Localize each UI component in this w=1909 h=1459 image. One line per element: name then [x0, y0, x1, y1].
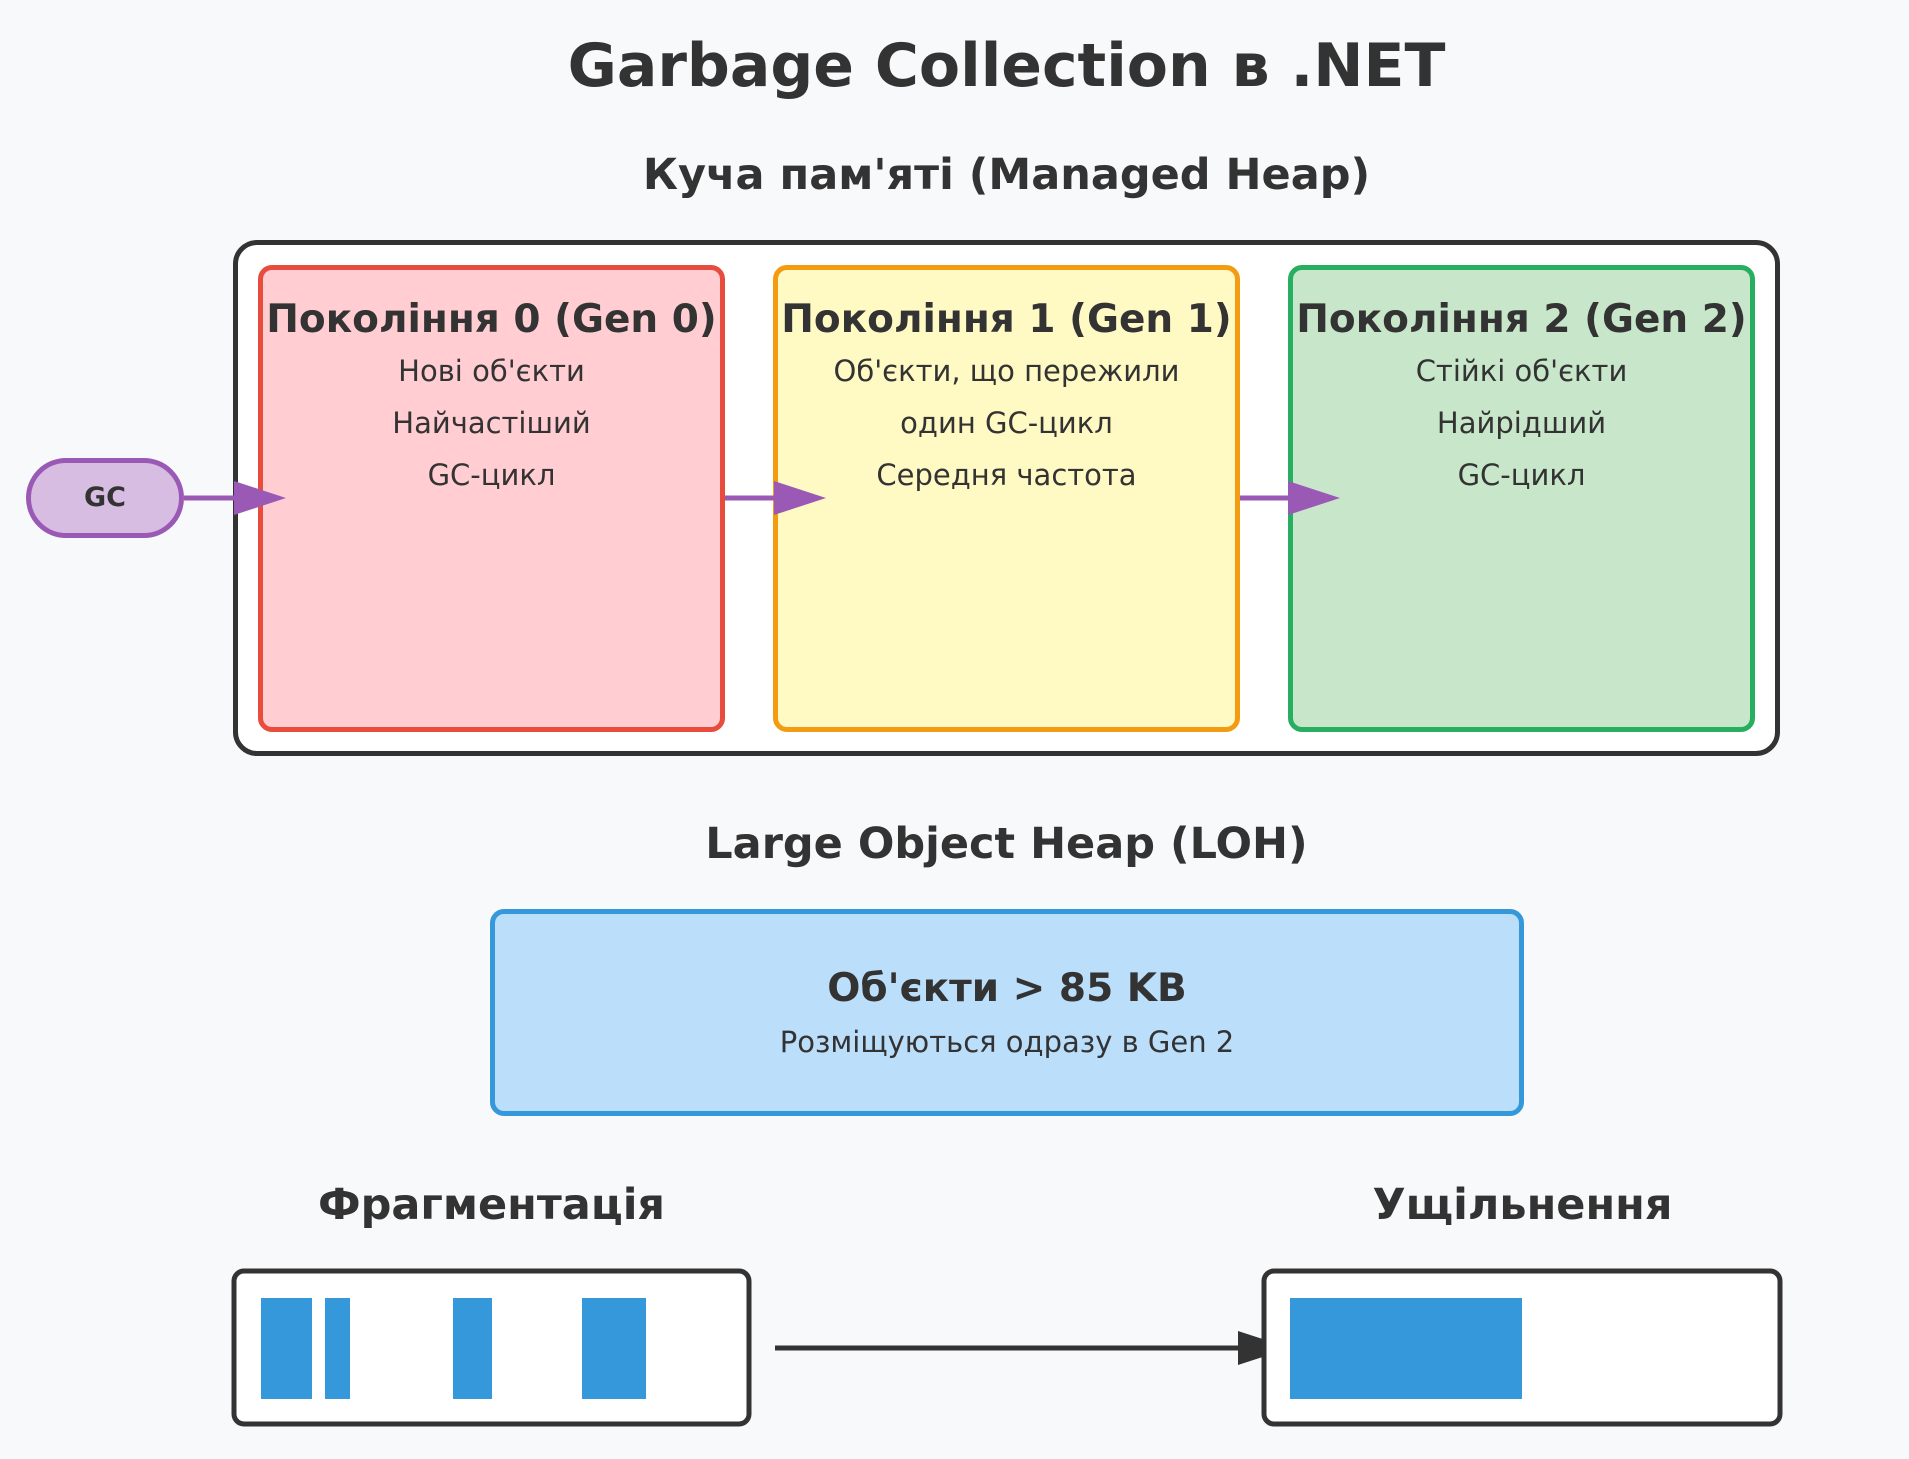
compacted-block: [1290, 1298, 1522, 1399]
gen2-line-2: Найрідший: [1436, 406, 1607, 440]
gen0-box: Покоління 0 (Gen 0) Нові об'єкти Найчаст…: [258, 265, 725, 732]
gen2-line-3: GC-цикл: [1457, 458, 1586, 492]
gen2-title: Покоління 2 (Gen 2): [1296, 297, 1747, 342]
fragment-block: [261, 1298, 312, 1399]
page-title: Garbage Collection в .NET: [567, 31, 1446, 101]
loh-title: Large Object Heap (LOH): [705, 819, 1308, 869]
fragmentation-title: Фрагментація: [317, 1180, 666, 1230]
gen0-title: Покоління 0 (Gen 0): [266, 297, 717, 342]
gen1-line-2: один GC-цикл: [900, 406, 1113, 440]
gen2-line-1: Стійкі об'єкти: [1415, 354, 1628, 388]
gen0-line-1: Нові об'єкти: [398, 354, 585, 388]
loh-sub-text: Розміщуються одразу в Gen 2: [779, 1025, 1235, 1059]
gen1-line-1: Об'єкти, що пережили: [833, 354, 1180, 388]
gen0-to-gen1-arrow: [725, 481, 826, 515]
managed-heap-title: Куча пам'яті (Managed Heap): [642, 150, 1371, 200]
gc-to-gen0-arrow: [184, 481, 286, 515]
loh-main-text: Об'єкти > 85 KB: [827, 966, 1187, 1011]
fragment-block: [453, 1298, 492, 1399]
fragmentation-to-compaction-arrow: [775, 1331, 1290, 1365]
gen1-line-3: Середня частота: [876, 458, 1137, 492]
gen1-to-gen2-arrow: [1240, 481, 1340, 515]
gen0-line-2: Найчастіший: [392, 406, 591, 440]
gen1-title: Покоління 1 (Gen 1): [781, 297, 1232, 342]
fragment-block: [582, 1298, 646, 1399]
gen0-line-3: GC-цикл: [427, 458, 556, 492]
gen2-box: Покоління 2 (Gen 2) Стійкі об'єкти Найрі…: [1288, 265, 1755, 732]
gc-node: GC: [26, 458, 184, 538]
gen1-box: Покоління 1 (Gen 1) Об'єкти, що пережили…: [773, 265, 1240, 732]
loh-box: Об'єкти > 85 KB Розміщуються одразу в Ge…: [490, 909, 1524, 1116]
compaction-title: Ущільнення: [1372, 1180, 1673, 1230]
fragment-block: [325, 1298, 350, 1399]
